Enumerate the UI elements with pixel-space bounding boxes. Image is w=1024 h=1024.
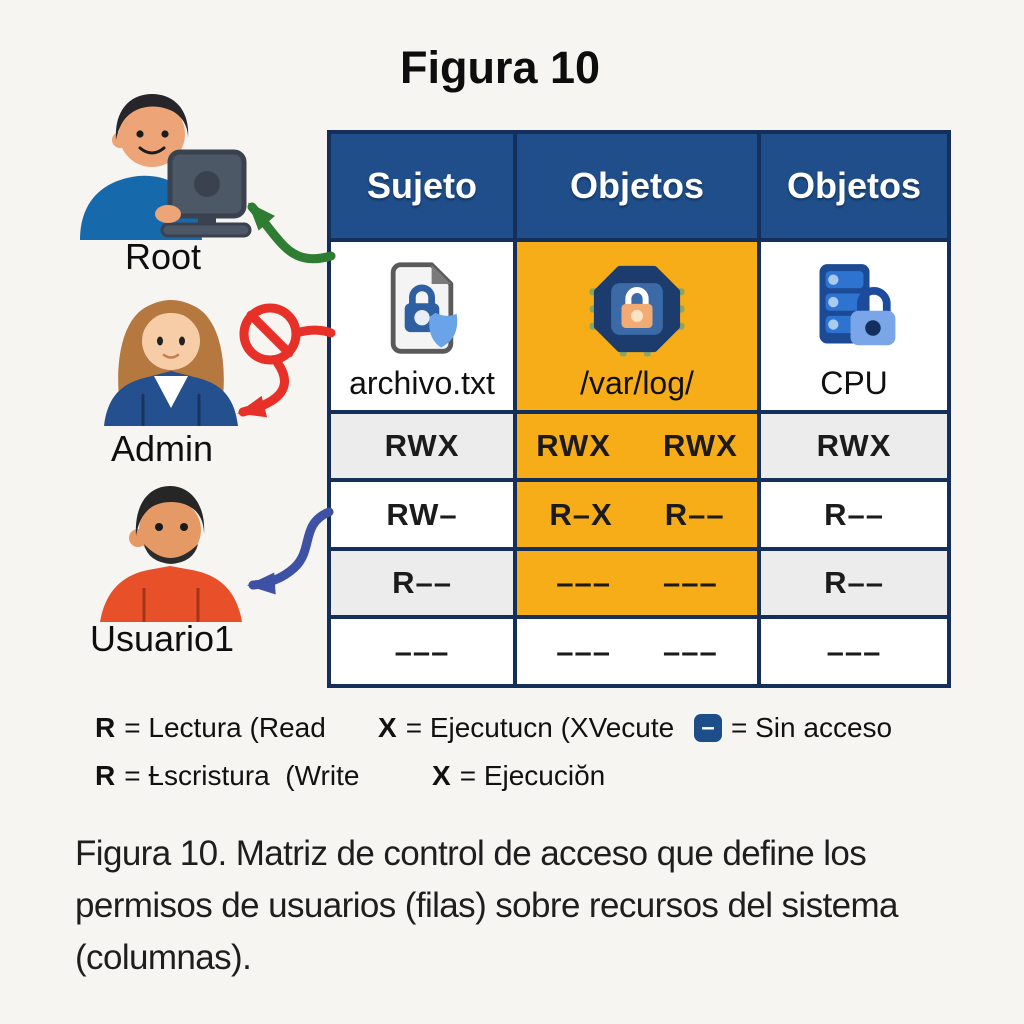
resource-label: archivo.txt bbox=[349, 364, 495, 401]
matrix-cell: –––––– bbox=[517, 551, 757, 615]
resource-cell-archivo: archivo.txt bbox=[331, 242, 513, 410]
man-laptop-avatar bbox=[80, 94, 252, 240]
access-control-matrix: Sujeto Objetos Objetos archivo.txt bbox=[327, 130, 951, 688]
caption-line: permisos de usuarios (filas) sobre recur… bbox=[75, 886, 898, 925]
matrix-cell: R–– bbox=[761, 551, 947, 615]
matrix-cell: ––– bbox=[761, 619, 947, 684]
resource-cell-cpu: CPU bbox=[761, 242, 947, 410]
resource-label: CPU bbox=[820, 364, 888, 401]
legend-execute: X= Ejecutucn (XVecute bbox=[378, 712, 675, 743]
man-mustache-avatar bbox=[100, 486, 242, 622]
server-lock-icon bbox=[819, 263, 896, 345]
subject-label-root: Root bbox=[124, 236, 202, 277]
legend-no-access: – = Sin acceso bbox=[694, 712, 892, 744]
matrix-cell: –––––– bbox=[517, 619, 757, 684]
column-header-objetos-1: Objetos bbox=[517, 134, 757, 238]
resource-cell-varlog: /var/log/ bbox=[517, 242, 757, 410]
resource-label: /var/log/ bbox=[580, 364, 694, 401]
chip-lock-icon bbox=[589, 265, 685, 356]
caption-line: Figura 10. Matriz de control de acceso q… bbox=[75, 834, 867, 873]
subject-label-usuario1: Usuario1 bbox=[89, 618, 235, 659]
legend-execution: X= Ejecuciŏn bbox=[432, 760, 606, 791]
matrix-cell: R–– bbox=[331, 551, 513, 615]
matrix-cell: RW– bbox=[331, 482, 513, 547]
no-entry-sign bbox=[239, 303, 336, 365]
matrix-cell: RWX bbox=[761, 414, 947, 478]
subject-label-admin: Admin bbox=[110, 428, 214, 469]
legend-write: R= Ƚscristura (Write bbox=[95, 760, 360, 791]
blue-curved-arrow bbox=[247, 507, 334, 595]
matrix-cell: R–– bbox=[761, 482, 947, 547]
figure-caption: Figura 10. Matriz de control de acceso q… bbox=[75, 828, 975, 984]
matrix-cell: ––– bbox=[331, 619, 513, 684]
green-curved-arrow bbox=[247, 202, 336, 264]
file-lock-shield-icon bbox=[390, 261, 458, 354]
column-header-objetos-2: Objetos bbox=[761, 134, 947, 238]
figure-title: Figura 10 bbox=[399, 42, 601, 93]
matrix-cell: RWX bbox=[331, 414, 513, 478]
legend-read: R= Lectura (Read bbox=[95, 712, 326, 743]
woman-avatar bbox=[104, 300, 238, 426]
column-header-sujeto: Sujeto bbox=[331, 134, 513, 238]
no-access-icon: – bbox=[694, 714, 722, 742]
caption-line: (columnas). bbox=[75, 938, 252, 977]
